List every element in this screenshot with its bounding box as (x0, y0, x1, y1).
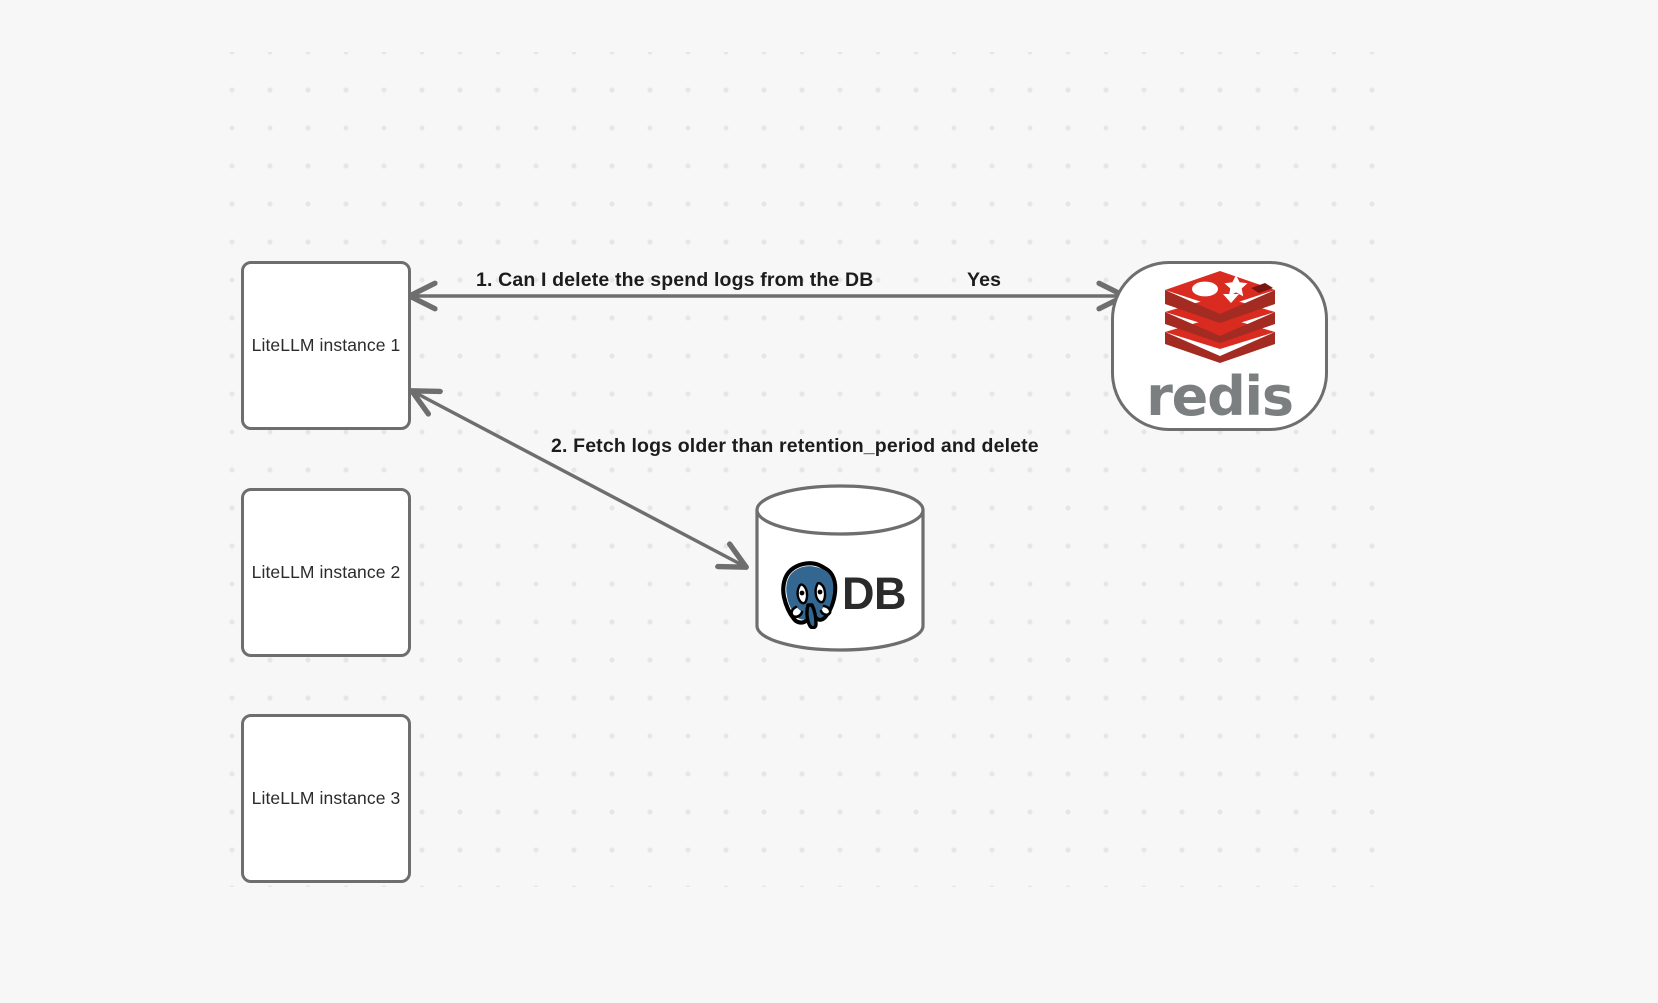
node-litellm-instance-3[interactable]: LiteLLM instance 3 (241, 714, 411, 883)
node-database[interactable]: DB (754, 484, 926, 652)
edge-litellm1-database (414, 392, 744, 566)
edge-label-1: 1. Can I delete the spend logs from the … (476, 269, 874, 291)
node-litellm-instance-3-label: LiteLLM instance 3 (251, 788, 401, 808)
postgresql-elephant-icon (781, 561, 838, 629)
node-litellm-instance-1[interactable]: LiteLLM instance 1 (241, 261, 411, 430)
edge-label-1-reply: Yes (967, 269, 1002, 291)
node-litellm-instance-1-label: LiteLLM instance 1 (251, 335, 401, 355)
node-litellm-instance-2[interactable]: LiteLLM instance 2 (241, 488, 411, 657)
redis-logo-icon (1164, 271, 1275, 363)
redis-wordmark-label: redis (1146, 365, 1294, 428)
database-label: DB (842, 568, 907, 619)
node-redis[interactable]: redis (1111, 261, 1328, 431)
node-litellm-instance-2-label: LiteLLM instance 2 (251, 562, 401, 582)
edge-label-2: 2. Fetch logs older than retention_perio… (551, 435, 1039, 457)
